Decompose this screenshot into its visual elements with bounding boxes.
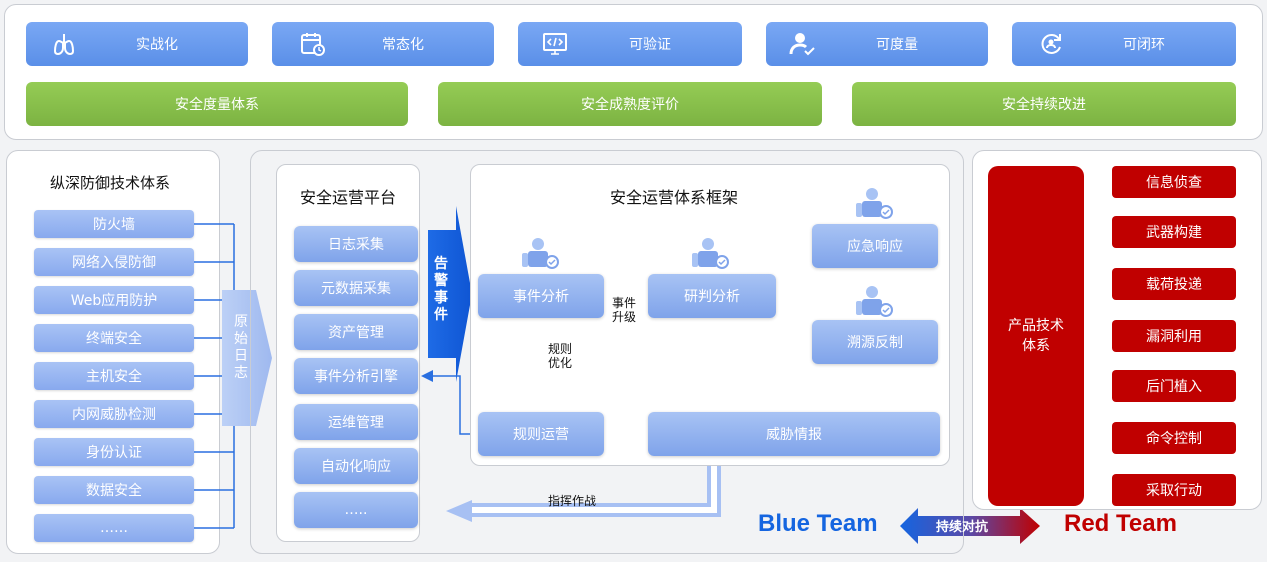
platform-item: 元数据采集 bbox=[294, 270, 418, 306]
defense-item: 数据安全 bbox=[34, 476, 194, 504]
defense-item: 身份认证 bbox=[34, 438, 194, 466]
platform-title: 安全运营平台 bbox=[300, 188, 397, 207]
judgement-box: 研判分析 bbox=[648, 274, 776, 318]
rule-ops-box: 规则运营 bbox=[478, 412, 604, 456]
raw-log-label: 原始日志 bbox=[234, 314, 248, 381]
rule-opt-label: 规则优化 bbox=[548, 342, 573, 370]
platform-item: 资产管理 bbox=[294, 314, 418, 350]
defense-item: 网络入侵防御 bbox=[34, 248, 194, 276]
product-tech-label: 产品技术体系 bbox=[1008, 318, 1064, 354]
feature-measurable: 可度量 bbox=[766, 22, 988, 66]
red-item: 命令控制 bbox=[1112, 422, 1236, 454]
platform-panel bbox=[276, 164, 420, 542]
defense-item: 防火墙 bbox=[34, 210, 194, 238]
pillar-maturity: 安全成熟度评价 bbox=[438, 82, 822, 126]
red-item: 武器构建 bbox=[1112, 216, 1236, 248]
defense-item: …… bbox=[34, 514, 194, 542]
red-item: 采取行动 bbox=[1112, 474, 1236, 506]
defense-item: Web应用防护 bbox=[34, 286, 194, 314]
feature-normalized: 常态化 bbox=[272, 22, 494, 66]
platform-item: 运维管理 bbox=[294, 404, 418, 440]
feature-label: 可度量 bbox=[876, 37, 918, 53]
defense-item: 主机安全 bbox=[34, 362, 194, 390]
defense-title: 纵深防御技术体系 bbox=[50, 174, 171, 192]
alert-label: 告警事件 bbox=[434, 256, 448, 323]
defense-item: 内网威胁检测 bbox=[34, 400, 194, 428]
red-item: 载荷投递 bbox=[1112, 268, 1236, 300]
platform-item: ….. bbox=[294, 492, 418, 528]
feature-label: 常态化 bbox=[382, 37, 424, 53]
feature-realcombat: 实战化 bbox=[26, 22, 248, 66]
feature-label: 实战化 bbox=[136, 37, 178, 53]
feature-label: 可验证 bbox=[629, 37, 671, 53]
versus-label: 持续对抗 bbox=[936, 520, 989, 535]
platform-item: 事件分析引擎 bbox=[294, 358, 418, 394]
emergency-box: 应急响应 bbox=[812, 224, 938, 268]
threat-intel-box: 威胁情报 bbox=[648, 412, 940, 456]
escalation-label: 事件升级 bbox=[612, 296, 637, 324]
red-team-label: Red Team bbox=[1064, 510, 1177, 537]
red-item: 后门植入 bbox=[1112, 370, 1236, 402]
framework-title: 安全运营体系框架 bbox=[610, 188, 739, 207]
command-label: 指挥作战 bbox=[548, 494, 597, 508]
blue-team-label: Blue Team bbox=[758, 510, 878, 537]
red-item: 漏洞利用 bbox=[1112, 320, 1236, 352]
ops-panel bbox=[250, 150, 964, 554]
feature-closedloop: 可闭环 bbox=[1012, 22, 1236, 66]
defense-item: 终端安全 bbox=[34, 324, 194, 352]
red-item: 信息侦查 bbox=[1112, 166, 1236, 198]
traceback-box: 溯源反制 bbox=[812, 320, 938, 364]
platform-item: 自动化响应 bbox=[294, 448, 418, 484]
feature-label: 可闭环 bbox=[1123, 37, 1165, 53]
product-tech-box: 产品技术体系 bbox=[988, 166, 1084, 506]
pillar-improvement: 安全持续改进 bbox=[852, 82, 1236, 126]
platform-item: 日志采集 bbox=[294, 226, 418, 262]
event-analysis-box: 事件分析 bbox=[478, 274, 604, 318]
pillar-metrics: 安全度量体系 bbox=[26, 82, 408, 126]
feature-verifiable: 可验证 bbox=[518, 22, 742, 66]
